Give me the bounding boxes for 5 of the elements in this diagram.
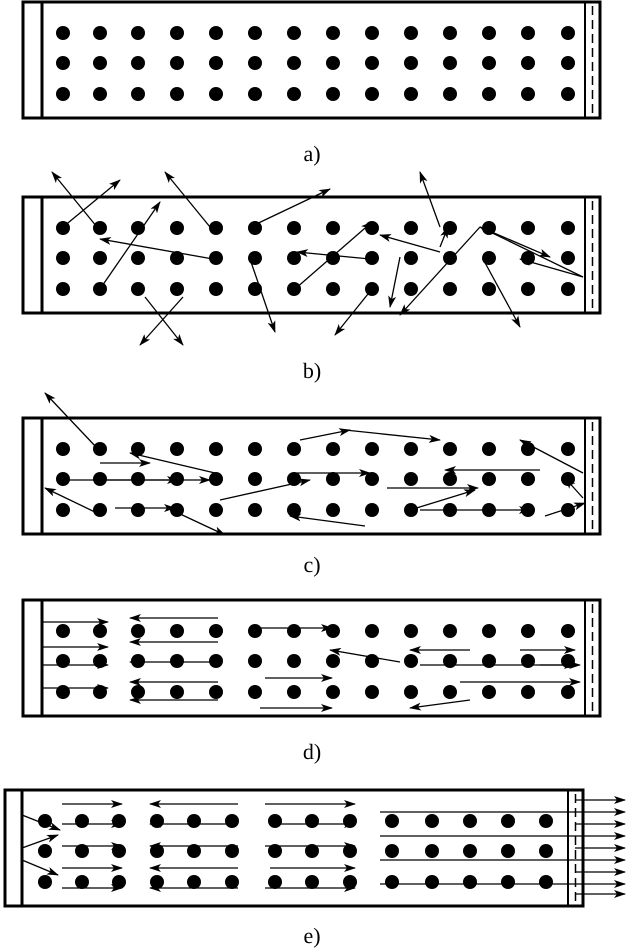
panel-label: c): [303, 552, 321, 578]
panel-label: a): [303, 141, 321, 167]
panel-label: b): [302, 358, 322, 384]
panel-label: e): [303, 923, 321, 949]
panel-label: d): [302, 739, 322, 765]
